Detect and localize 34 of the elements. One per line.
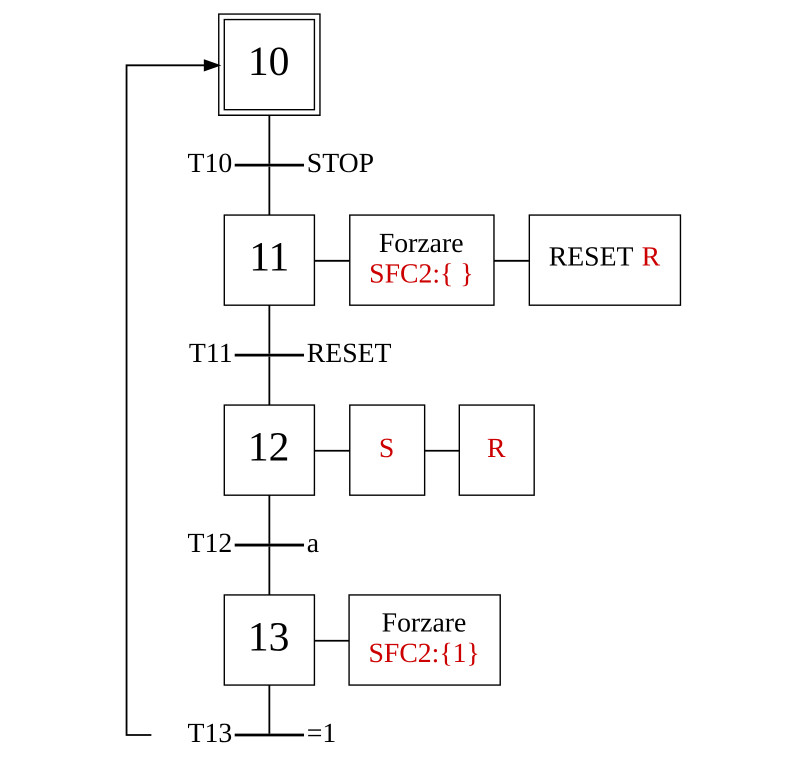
node-box: RESET R <box>528 214 682 306</box>
node-box: 12 <box>224 404 316 496</box>
node-bar <box>234 544 304 546</box>
arrow <box>126 59 222 736</box>
node-label: T12 <box>188 526 232 558</box>
connector <box>314 260 350 262</box>
node-box: Forzare SFC2:{1} <box>348 594 501 686</box>
connector <box>268 166 270 215</box>
connector <box>314 450 350 452</box>
node-box: 13 <box>224 594 316 686</box>
node-bar <box>234 164 304 167</box>
connector <box>424 450 459 452</box>
node-box: S <box>349 404 426 496</box>
node-label: =1 <box>306 716 336 748</box>
connector <box>268 356 270 405</box>
node-label: T13 <box>188 716 232 748</box>
node-label: a <box>306 526 320 558</box>
node-label: T10 <box>188 147 232 178</box>
node-box: R <box>458 404 535 496</box>
connector <box>268 305 270 354</box>
node-box: 10 <box>218 13 321 116</box>
node-bar <box>234 354 304 356</box>
connector <box>494 260 529 262</box>
connector <box>314 640 349 642</box>
node-label: T11 <box>188 337 233 368</box>
node-box: 11 <box>224 214 316 306</box>
connector <box>268 115 270 164</box>
connector <box>268 495 270 544</box>
node-label: STOP <box>306 147 374 178</box>
connector <box>268 685 270 734</box>
connector <box>268 546 270 595</box>
node-box: Forzare SFC2:{ } <box>349 214 495 306</box>
node-label: RESET <box>306 337 392 368</box>
node-bar <box>234 734 304 736</box>
